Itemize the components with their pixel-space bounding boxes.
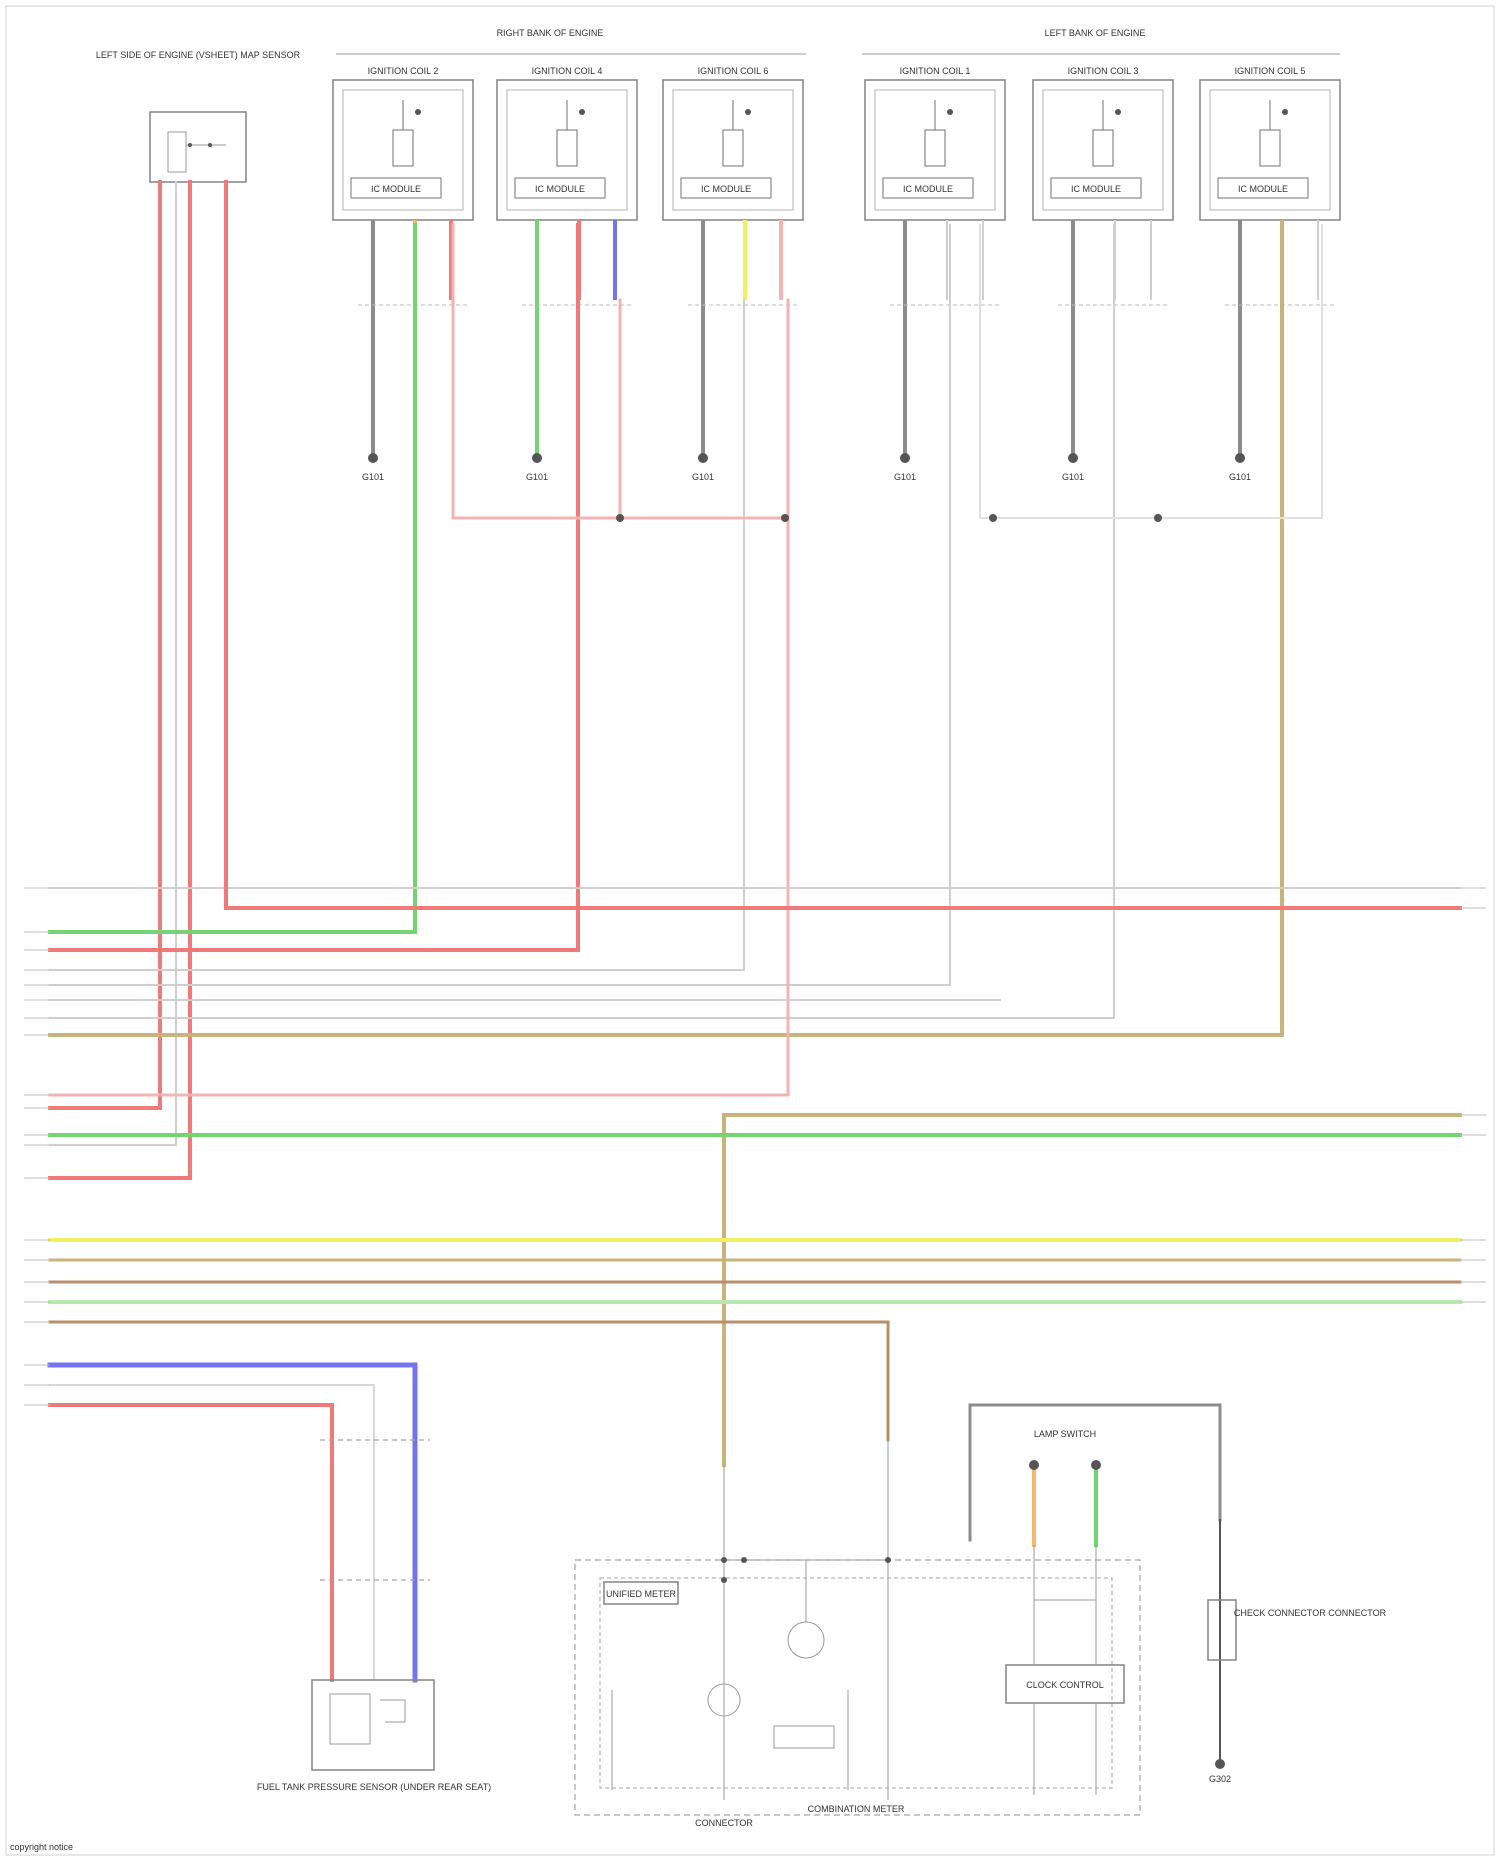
wire-coil4-sig [50, 225, 578, 950]
ic-module-label: IC MODULE [1071, 184, 1121, 194]
map-sensor-label: LEFT SIDE OF ENGINE (VSHEET) MAP SENSOR [96, 50, 301, 60]
coil-label: IGNITION COIL 1 [900, 66, 971, 76]
ic-module-label: IC MODULE [903, 184, 953, 194]
coil-winding [925, 130, 945, 166]
coil-ground-label: G101 [362, 472, 384, 482]
bus-mid-1 [724, 1115, 1460, 1465]
ground-right-label: G302 [1209, 1774, 1231, 1784]
coil-ground-label: G101 [526, 472, 548, 482]
spark-terminal [1115, 109, 1121, 115]
cluster-block1-label: UNIFIED METER [606, 1589, 677, 1599]
coil-label: IGNITION COIL 3 [1068, 66, 1139, 76]
coil-label: IGNITION COIL 5 [1235, 66, 1306, 76]
spark-terminal [745, 109, 751, 115]
ic-module-label: IC MODULE [535, 184, 585, 194]
coil-winding [1093, 130, 1113, 166]
coil-label: IGNITION COIL 6 [698, 66, 769, 76]
wire-coil5-sig [50, 225, 1282, 1035]
ignition-coil-2: IGNITION COIL 4 IC MODULE G101 [497, 66, 637, 482]
ic-module-label: IC MODULE [371, 184, 421, 194]
coil-ground-symbol [900, 453, 910, 463]
check-connector: CHECK CONNECTOR CONNECTOR G302 [1208, 1600, 1387, 1784]
coil-ground-label: G101 [1229, 472, 1251, 482]
wire-coil3-sig [50, 225, 1114, 1018]
right-bank-label: RIGHT BANK OF ENGINE [497, 28, 604, 38]
footer-text: copyright notice [10, 1842, 73, 1852]
coil-ground-symbol [368, 453, 378, 463]
cluster-label: COMBINATION METER [808, 1804, 905, 1814]
wire-coil6-sig [50, 300, 744, 970]
connector-label: CONNECTOR [695, 1818, 753, 1828]
ignition-coil-4: IGNITION COIL 1 IC MODULE G101 [865, 66, 1005, 482]
lamp-switch: LAMP SWITCH [1029, 1429, 1101, 1470]
coil-ground-symbol [1068, 453, 1078, 463]
coil-ground-label: G101 [894, 472, 916, 482]
spark-terminal [1282, 109, 1288, 115]
coil-ground-symbol [698, 453, 708, 463]
wire-coil2-sig [50, 225, 415, 932]
check-lamp-label: CHECK CONNECTOR CONNECTOR [1234, 1608, 1387, 1618]
coil-ground-label: G101 [692, 472, 714, 482]
wire-map-3 [50, 182, 190, 1178]
cluster-block2-label: CLOCK CONTROL [1026, 1680, 1104, 1690]
spark-terminal [415, 109, 421, 115]
ic-module-label: IC MODULE [1238, 184, 1288, 194]
coil-winding [393, 130, 413, 166]
wire-fuel-red [50, 1405, 332, 1680]
ignition-coil-3: IGNITION COIL 6 IC MODULE G101 [663, 66, 803, 482]
spark-terminal [579, 109, 585, 115]
fuel-sensor-label: FUEL TANK PRESSURE SENSOR (UNDER REAR SE… [257, 1782, 491, 1792]
bus-low-brown [50, 1322, 888, 1440]
ic-module-label: IC MODULE [701, 184, 751, 194]
fuel-tank-sensor: FUEL TANK PRESSURE SENSOR (UNDER REAR SE… [257, 1680, 491, 1792]
connector-pins [24, 888, 1486, 1405]
ignition-coil-5: IGNITION COIL 3 IC MODULE G101 [1033, 66, 1173, 482]
bus-line-2 [226, 182, 1460, 908]
left-bank-label: LEFT BANK OF ENGINE [1045, 28, 1146, 38]
coil-winding [723, 130, 743, 166]
map-sensor: LEFT SIDE OF ENGINE (VSHEET) MAP SENSOR [96, 50, 301, 182]
coil-ground-symbol [1235, 453, 1245, 463]
wire-fuel-blue [50, 1365, 415, 1680]
ignition-coil-6: IGNITION COIL 5 IC MODULE G101 [1200, 66, 1340, 482]
lamp-switch-label: LAMP SWITCH [1034, 1429, 1096, 1439]
coil-ground-symbol [532, 453, 542, 463]
coil-ground-label: G101 [1062, 472, 1084, 482]
coil-winding [1260, 130, 1280, 166]
wire-coil1-sig [50, 225, 950, 985]
wire-fuel-gray [50, 1385, 374, 1680]
coil-label: IGNITION COIL 4 [532, 66, 603, 76]
coil-winding [557, 130, 577, 166]
coil-label: IGNITION COIL 2 [368, 66, 439, 76]
spark-terminal [947, 109, 953, 115]
wire-harness [50, 182, 1460, 1769]
combination-meter: UNIFIED METER CLOCK CONTROL COMBINATION … [575, 1440, 1140, 1828]
